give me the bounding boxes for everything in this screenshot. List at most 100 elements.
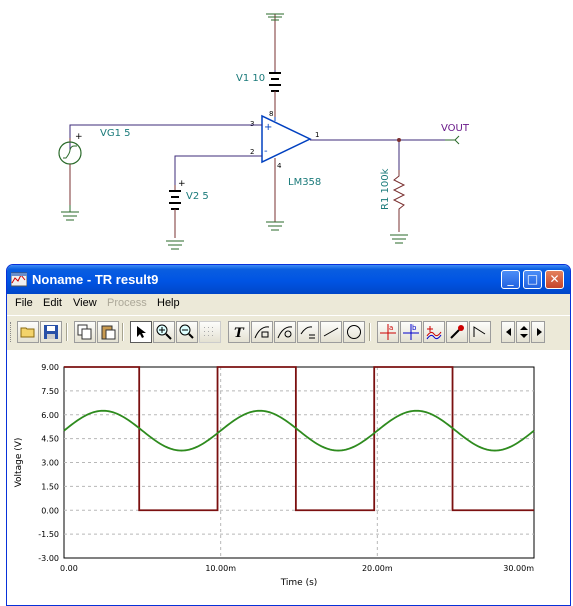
toolbar-separator xyxy=(66,323,68,341)
opamp-pin-gnd: 4 xyxy=(277,162,282,170)
zoom-in-button[interactable] xyxy=(153,321,175,343)
curve-comment-button[interactable] xyxy=(297,321,319,343)
menu-help[interactable]: Help xyxy=(157,297,180,309)
curve-comment-icon xyxy=(300,326,315,339)
y-tick-label: 4.50 xyxy=(41,435,59,444)
clipboard-icon xyxy=(101,325,116,340)
x-tick-label: 10.00m xyxy=(205,564,236,573)
vg1-signal-source[interactable] xyxy=(58,138,82,205)
pulse-tool-button[interactable] xyxy=(469,321,491,343)
maximize-icon: □ xyxy=(526,272,539,286)
add-curve-button[interactable] xyxy=(423,321,445,343)
triangle-left-icon xyxy=(506,328,511,336)
series-sine-wave[interactable] xyxy=(63,409,535,452)
v2-battery[interactable] xyxy=(169,185,181,238)
y-axis-label: Voltage (V) xyxy=(14,438,24,488)
curve-marker-icon xyxy=(277,326,293,339)
text-icon: T xyxy=(234,326,245,340)
ellipse-tool-button[interactable] xyxy=(343,321,365,343)
x-axis-label: Time (s) xyxy=(280,578,318,588)
vout-label: VOUT xyxy=(441,123,470,134)
dot-grid-icon xyxy=(204,327,213,336)
vout-probe-icon[interactable] xyxy=(445,135,460,145)
curve-marker-button[interactable] xyxy=(274,321,296,343)
toolbar-separator xyxy=(122,323,124,341)
v1-battery[interactable] xyxy=(269,13,281,117)
y-tick-label: -1.50 xyxy=(38,530,59,539)
minimize-button[interactable]: _ xyxy=(501,270,520,289)
copy-icon xyxy=(77,324,92,340)
opamp-pin-in-plus: 3 xyxy=(250,120,254,128)
opamp-plus-sign: + xyxy=(264,122,272,133)
copy-button[interactable] xyxy=(74,321,96,343)
menu-process[interactable]: Process xyxy=(107,297,147,309)
scroll-left-button[interactable] xyxy=(501,321,515,343)
opamp-pin-in-minus: 2 xyxy=(250,148,254,156)
vg1-label: VG1 5 xyxy=(100,128,131,139)
zoom-in-icon xyxy=(156,324,172,340)
x-tick-label: 20.00m xyxy=(362,564,393,573)
cursor-b-icon: b xyxy=(403,324,419,340)
select-tool-button[interactable] xyxy=(130,321,152,343)
curve-label-button[interactable] xyxy=(251,321,273,343)
scroll-updown-button[interactable] xyxy=(516,321,530,343)
add-curve-icon xyxy=(426,326,442,340)
opamp-pin-out: 1 xyxy=(315,131,319,139)
vg1-plus-sign: + xyxy=(75,132,83,142)
close-icon: ✕ xyxy=(549,272,560,286)
y-tick-label: 1.50 xyxy=(41,482,59,491)
chart-svg[interactable]: 9.007.506.004.503.001.500.00-1.50-3.000.… xyxy=(7,350,570,605)
zoom-out-icon xyxy=(179,324,194,339)
cursor-a-icon: a xyxy=(380,324,396,340)
pulse-icon xyxy=(473,326,486,337)
open-button[interactable] xyxy=(17,321,39,343)
v2-ground-icon xyxy=(166,240,184,250)
title-bar[interactable]: Noname - TR result9 _ □ ✕ xyxy=(7,265,570,294)
scroll-right-button[interactable] xyxy=(531,321,545,343)
opamp-ground-icon xyxy=(266,221,284,231)
schematic-canvas: V1 10 8 + - 3 2 1 4 LM358 + VG1 5 xyxy=(58,13,470,250)
v1-label: V1 10 xyxy=(236,73,265,84)
y-tick-label: 3.00 xyxy=(41,459,59,468)
close-button[interactable]: ✕ xyxy=(545,270,564,289)
result-window: Noname - TR result9 _ □ ✕ File Edit View… xyxy=(6,264,571,606)
save-button[interactable] xyxy=(40,321,62,343)
x-tick-label: 0.00 xyxy=(60,564,78,573)
svg-text:a: a xyxy=(389,324,393,332)
menu-file[interactable]: File xyxy=(15,297,33,309)
window-title: Noname - TR result9 xyxy=(32,272,159,287)
cursor-a-button[interactable]: a xyxy=(377,321,399,343)
r1-label: R1 100k xyxy=(380,168,391,210)
v2-label: V2 5 xyxy=(186,191,209,202)
y-tick-label: 9.00 xyxy=(41,363,59,372)
toolbar-grip[interactable] xyxy=(10,322,14,342)
maximize-button[interactable]: □ xyxy=(523,270,542,289)
paste-button[interactable] xyxy=(97,321,119,343)
line-tool-button[interactable] xyxy=(320,321,342,343)
r1-resistor[interactable] xyxy=(392,138,406,232)
toolbar: T a b xyxy=(7,315,570,350)
cursor-b-button[interactable]: b xyxy=(400,321,422,343)
floppy-disk-icon xyxy=(44,325,58,339)
v2-plus-sign: + xyxy=(178,179,186,189)
probe-button[interactable] xyxy=(446,321,468,343)
eyedropper-icon xyxy=(450,325,464,339)
opamp-minus-sign: - xyxy=(264,146,268,157)
series-square-wave[interactable] xyxy=(64,366,534,512)
line-icon xyxy=(323,327,339,337)
menu-view[interactable]: View xyxy=(73,297,97,309)
text-tool-button[interactable]: T xyxy=(228,321,250,343)
triangle-updown-icon xyxy=(520,326,528,338)
menu-edit[interactable]: Edit xyxy=(43,297,62,309)
grid-button[interactable] xyxy=(199,321,221,343)
y-tick-label: 6.00 xyxy=(41,411,59,420)
zoom-100-button[interactable] xyxy=(176,321,198,343)
svg-text:T: T xyxy=(234,326,245,340)
r1-ground-icon xyxy=(390,234,408,244)
opamp-symbol[interactable] xyxy=(261,114,312,222)
curve-label-icon xyxy=(254,326,270,339)
toolbar-separator xyxy=(369,323,371,341)
arrow-pointer-icon xyxy=(137,326,146,338)
y-tick-label: -3.00 xyxy=(38,554,59,563)
minimize-icon: _ xyxy=(507,272,514,286)
